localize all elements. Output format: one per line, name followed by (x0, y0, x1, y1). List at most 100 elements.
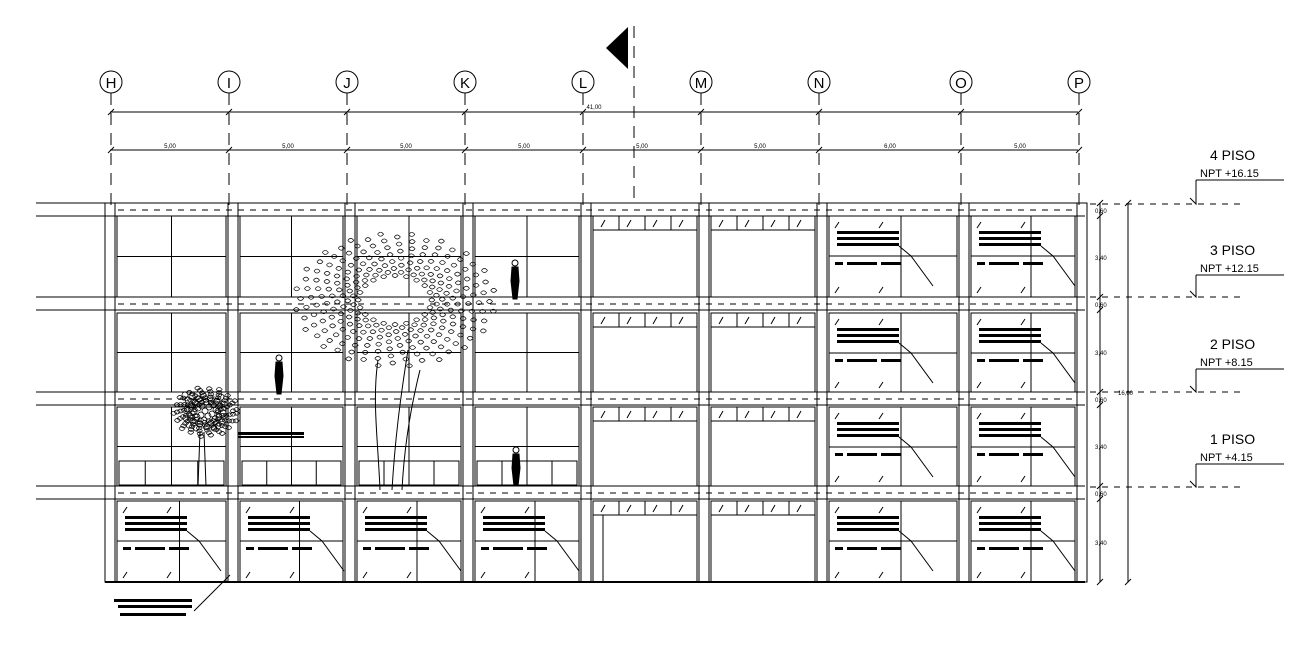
slab-dimension: 0,60 (1095, 209, 1107, 215)
window-panel (710, 215, 816, 298)
window-panel (592, 500, 698, 583)
window-panel (828, 215, 958, 298)
window-panel (474, 406, 580, 487)
floor-level-npt: NPT +12.15 (1200, 263, 1259, 275)
axis-head-o: O (949, 70, 973, 205)
floor-name: 4 PISO (1210, 147, 1255, 163)
axis-head-l: L (571, 70, 595, 205)
window-panel (970, 312, 1076, 393)
window-panel (592, 312, 698, 393)
column (104, 202, 116, 583)
axis-head-j: J (335, 70, 359, 205)
tree-trunk (197, 431, 207, 487)
floor-name: 2 PISO (1210, 336, 1255, 352)
window-panel (356, 500, 462, 583)
bay-dimension: 5,00 (164, 144, 176, 150)
window-panel (239, 500, 345, 583)
person-figure (511, 446, 521, 487)
window-panel (474, 500, 580, 583)
bay-dimension: 6,00 (884, 144, 896, 150)
annotation-bar (238, 432, 304, 435)
floor-level-npt: NPT +16.15 (1200, 168, 1259, 180)
window-panel (970, 406, 1076, 487)
person-figure (510, 259, 520, 300)
large-tree (293, 231, 498, 491)
small-tree (170, 385, 240, 487)
window-panel (970, 500, 1076, 583)
story-dimension: 3,40 (1095, 445, 1107, 451)
column (344, 202, 356, 583)
window-panel (970, 215, 1076, 298)
axis-head-n: N (807, 70, 831, 205)
slab-dimension: 0,60 (1095, 398, 1107, 404)
floor-name: 3 PISO (1210, 242, 1255, 258)
axis-head-i: I (217, 70, 241, 205)
bay-dimension: 5,00 (636, 144, 648, 150)
axis-grid-heads: H I J K L M N O P (99, 70, 1091, 205)
window-panel (239, 215, 344, 298)
window-panel (828, 406, 958, 487)
window-panel (116, 500, 227, 583)
section-cut-marker (606, 26, 635, 200)
level-marker: 4 PISO NPT +16.15 (1090, 147, 1284, 206)
level-marker: 3 PISO NPT +12.15 (1090, 242, 1284, 299)
window-panel (356, 312, 462, 393)
axis-label: H (106, 75, 117, 92)
slab-dimension: 0,60 (1095, 492, 1107, 498)
person-figure (274, 354, 284, 395)
axis-label: K (460, 75, 470, 92)
bay-dimension: 5,00 (400, 144, 412, 150)
window-panel (592, 215, 698, 298)
story-dimension: 3,40 (1095, 256, 1107, 262)
bay-dimension: 5,00 (518, 144, 530, 150)
floor-slab (36, 485, 1085, 500)
overall-dimension: 41,00 (586, 105, 602, 111)
floor-slab (36, 296, 1085, 311)
story-dimension: 3,40 (1095, 351, 1107, 357)
axis-head-p: P (1067, 70, 1091, 205)
window-panel (828, 312, 958, 393)
bottom-annotation (114, 574, 231, 616)
floor-slab (36, 202, 1085, 217)
window-panel (710, 500, 816, 583)
axis-label: N (814, 75, 825, 92)
axis-label: L (579, 75, 587, 92)
column (1076, 202, 1088, 583)
window-panel (116, 406, 227, 487)
bay-dimension: 5,00 (754, 144, 766, 150)
axis-head-h: H (99, 70, 123, 205)
axis-head-m: M (689, 70, 713, 205)
axis-label: O (955, 75, 967, 92)
window-panel (239, 312, 344, 393)
column (698, 202, 710, 583)
column (816, 202, 828, 583)
dimension-lines: 41,00 5,00 5,00 5,00 5,00 5,00 5,00 6,00 5,00 (110, 105, 1078, 151)
window-panel (116, 215, 227, 298)
floor-name: 1 PISO (1210, 431, 1255, 447)
bay-dimension: 5,00 (1014, 144, 1026, 150)
tree-trunk (374, 349, 421, 491)
window-panel (356, 406, 462, 487)
bay-dimension: 5,00 (282, 144, 294, 150)
total-height-dimension: 16,00 (1118, 391, 1134, 397)
axis-head-k: K (453, 70, 477, 205)
axis-label: P (1074, 75, 1084, 92)
trees (170, 231, 498, 491)
window-panel (116, 312, 227, 393)
window-panel (710, 406, 816, 487)
bay-dimensions: 5,00 5,00 5,00 5,00 5,00 5,00 6,00 5,00 (164, 144, 1026, 150)
axis-label: M (695, 75, 708, 92)
axis-label: I (227, 75, 231, 92)
column (227, 202, 239, 583)
window-panel (710, 312, 816, 393)
floor-level-npt: NPT +4.15 (1200, 452, 1253, 464)
annotation-bar (238, 436, 304, 438)
column (958, 202, 970, 583)
column (462, 202, 474, 583)
window-panel (474, 215, 580, 298)
window-panel (474, 312, 580, 393)
